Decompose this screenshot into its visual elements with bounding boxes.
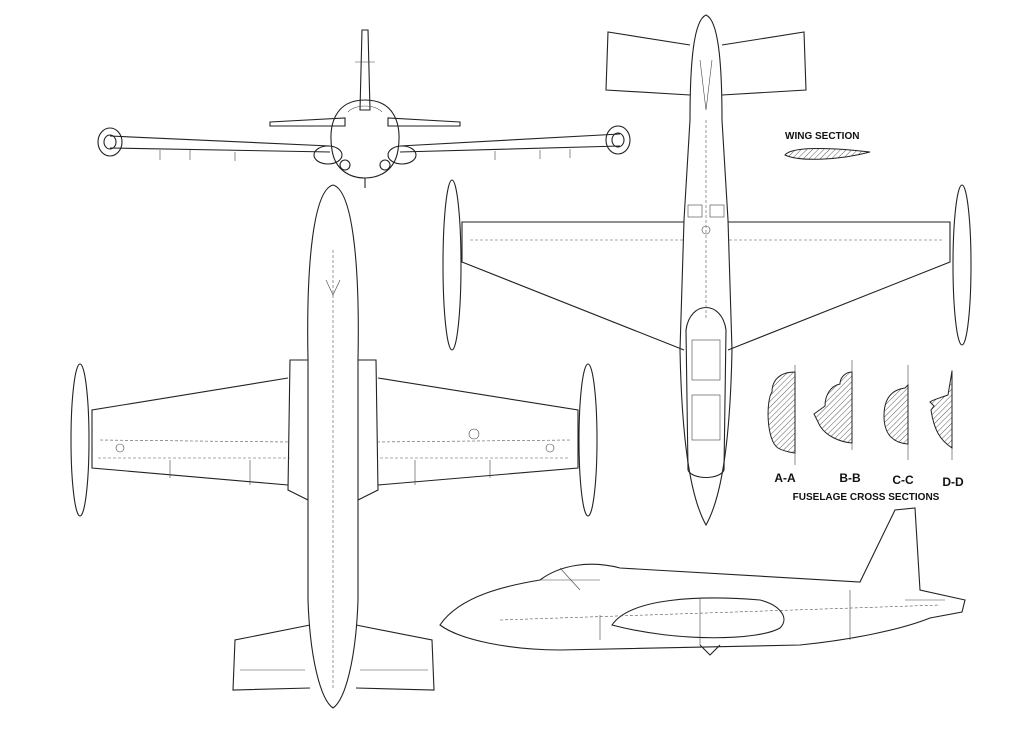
wing-section-label: WING SECTION (785, 131, 859, 142)
section-b-b-shape (813, 371, 853, 444)
section-label-b-b: B-B (839, 471, 861, 485)
section-label-c-c: C-C (892, 473, 914, 487)
fuselage-cross-sections: A-A B-B C-C D-D FUSELAGE CROSS SECTIONS (767, 360, 964, 503)
section-d-d-shape (929, 370, 953, 449)
wing-section: WING SECTION (784, 131, 871, 160)
section-a-a-shape (767, 371, 796, 454)
front-view (97, 29, 631, 188)
cross-sections-title: FUSELAGE CROSS SECTIONS (793, 492, 940, 503)
section-label-d-d: D-D (942, 475, 964, 489)
plan-view-bottom (442, 14, 972, 527)
section-c-c-shape (883, 383, 909, 445)
plan-view-top (70, 184, 598, 709)
airfoil-shape (784, 147, 871, 160)
section-label-a-a: A-A (774, 471, 796, 485)
side-view (439, 507, 966, 656)
